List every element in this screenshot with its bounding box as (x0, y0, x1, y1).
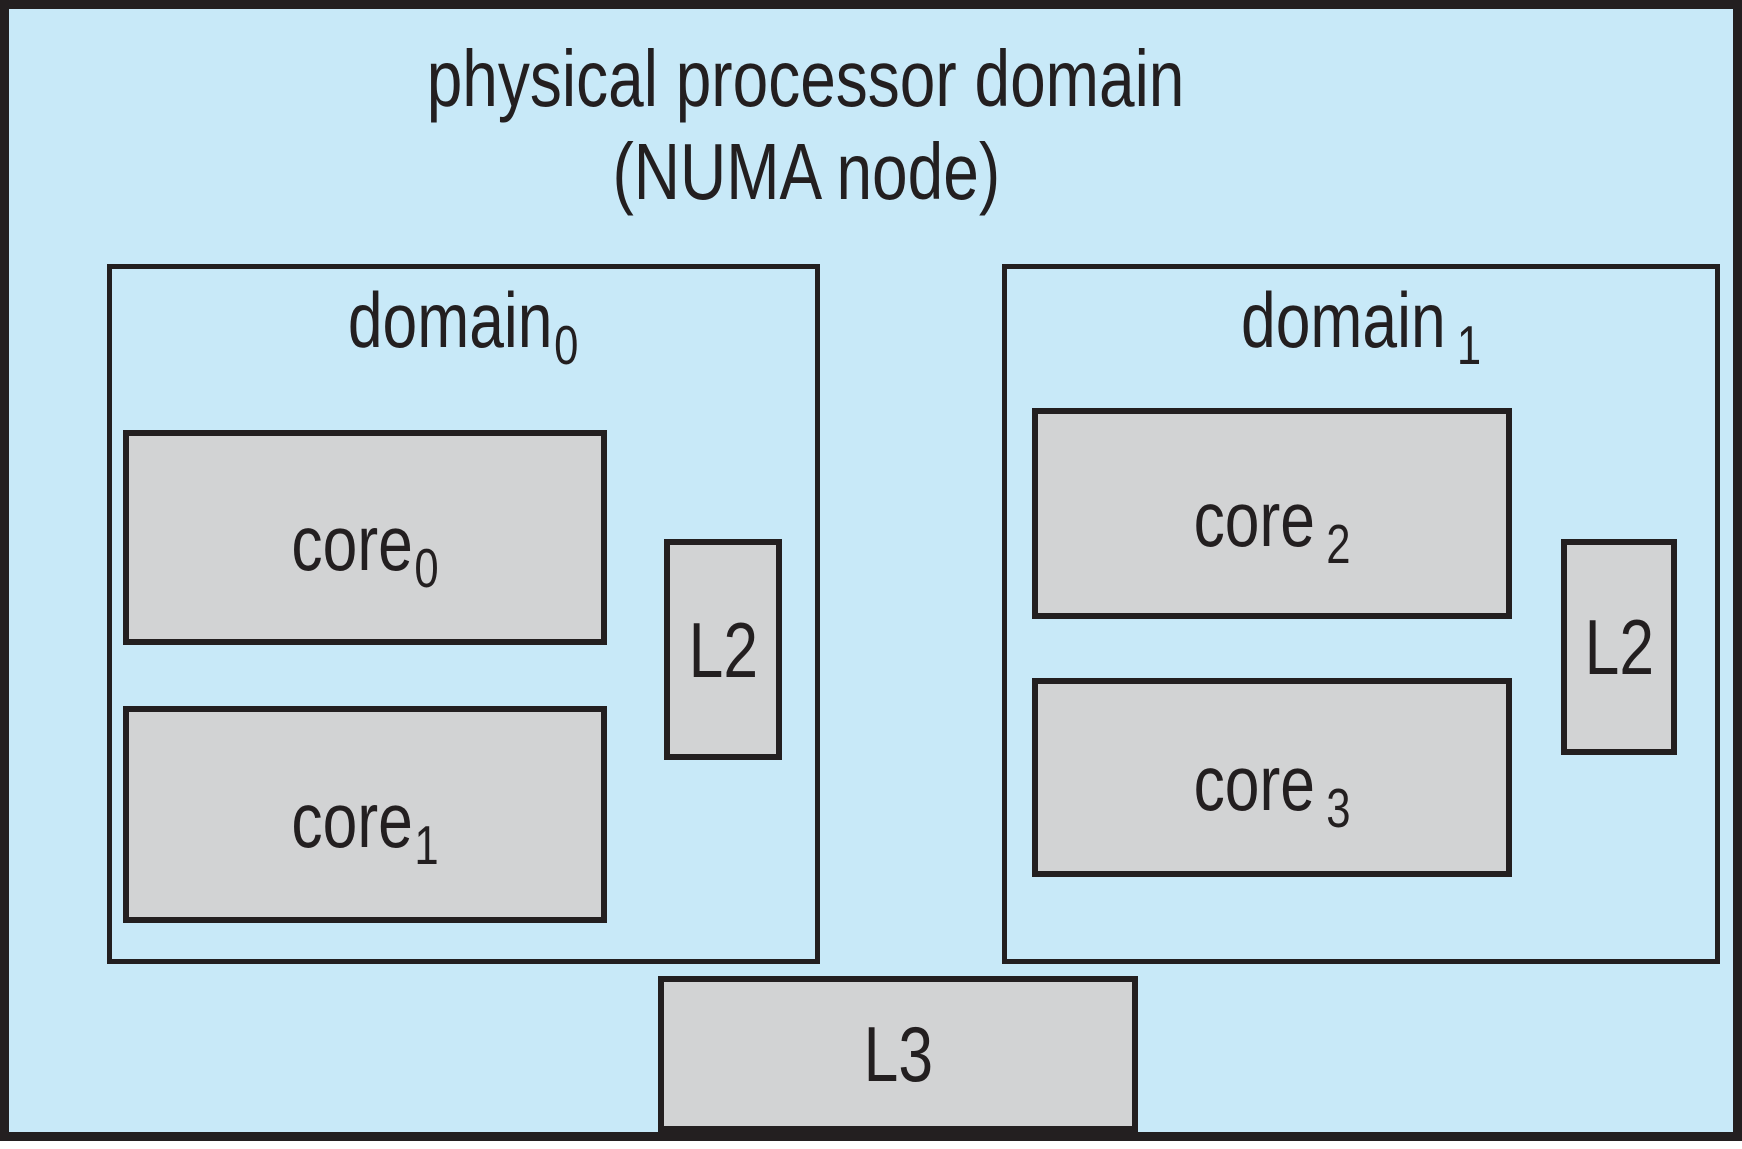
core-0-subscript: 0 (414, 537, 439, 599)
l2-cache-right-label: L2 (1584, 603, 1654, 691)
title-line-2: (NUMA node) (612, 126, 1000, 216)
l3-cache-label: L3 (863, 1010, 933, 1098)
l2-cache-right-box: L2 (1561, 539, 1677, 755)
title-line-1: physical processor domain (427, 34, 1185, 123)
diagram-title: physical processor domain (NUMA node) (9, 33, 1603, 219)
l3-cache-box: L3 (658, 976, 1138, 1132)
domain-1-subscript: 1 (1456, 315, 1482, 377)
core-2-subscript: 2 (1326, 513, 1351, 575)
domain-1-box (1002, 264, 1720, 964)
l2-cache-left-box: L2 (664, 539, 782, 760)
core-1-box: core1 (123, 706, 607, 923)
domain-0-label: domain0 (348, 276, 579, 377)
core-1-label: core1 (291, 775, 439, 876)
core-3-subscript: 3 (1326, 777, 1351, 839)
l2-cache-left-label: L2 (688, 605, 758, 694)
core-0-label: core0 (291, 498, 439, 599)
domain-0-box (107, 264, 820, 964)
core-1-subscript: 1 (414, 814, 439, 876)
domain-0-subscript: 0 (554, 315, 579, 377)
core-0-box: core0 (123, 430, 607, 645)
